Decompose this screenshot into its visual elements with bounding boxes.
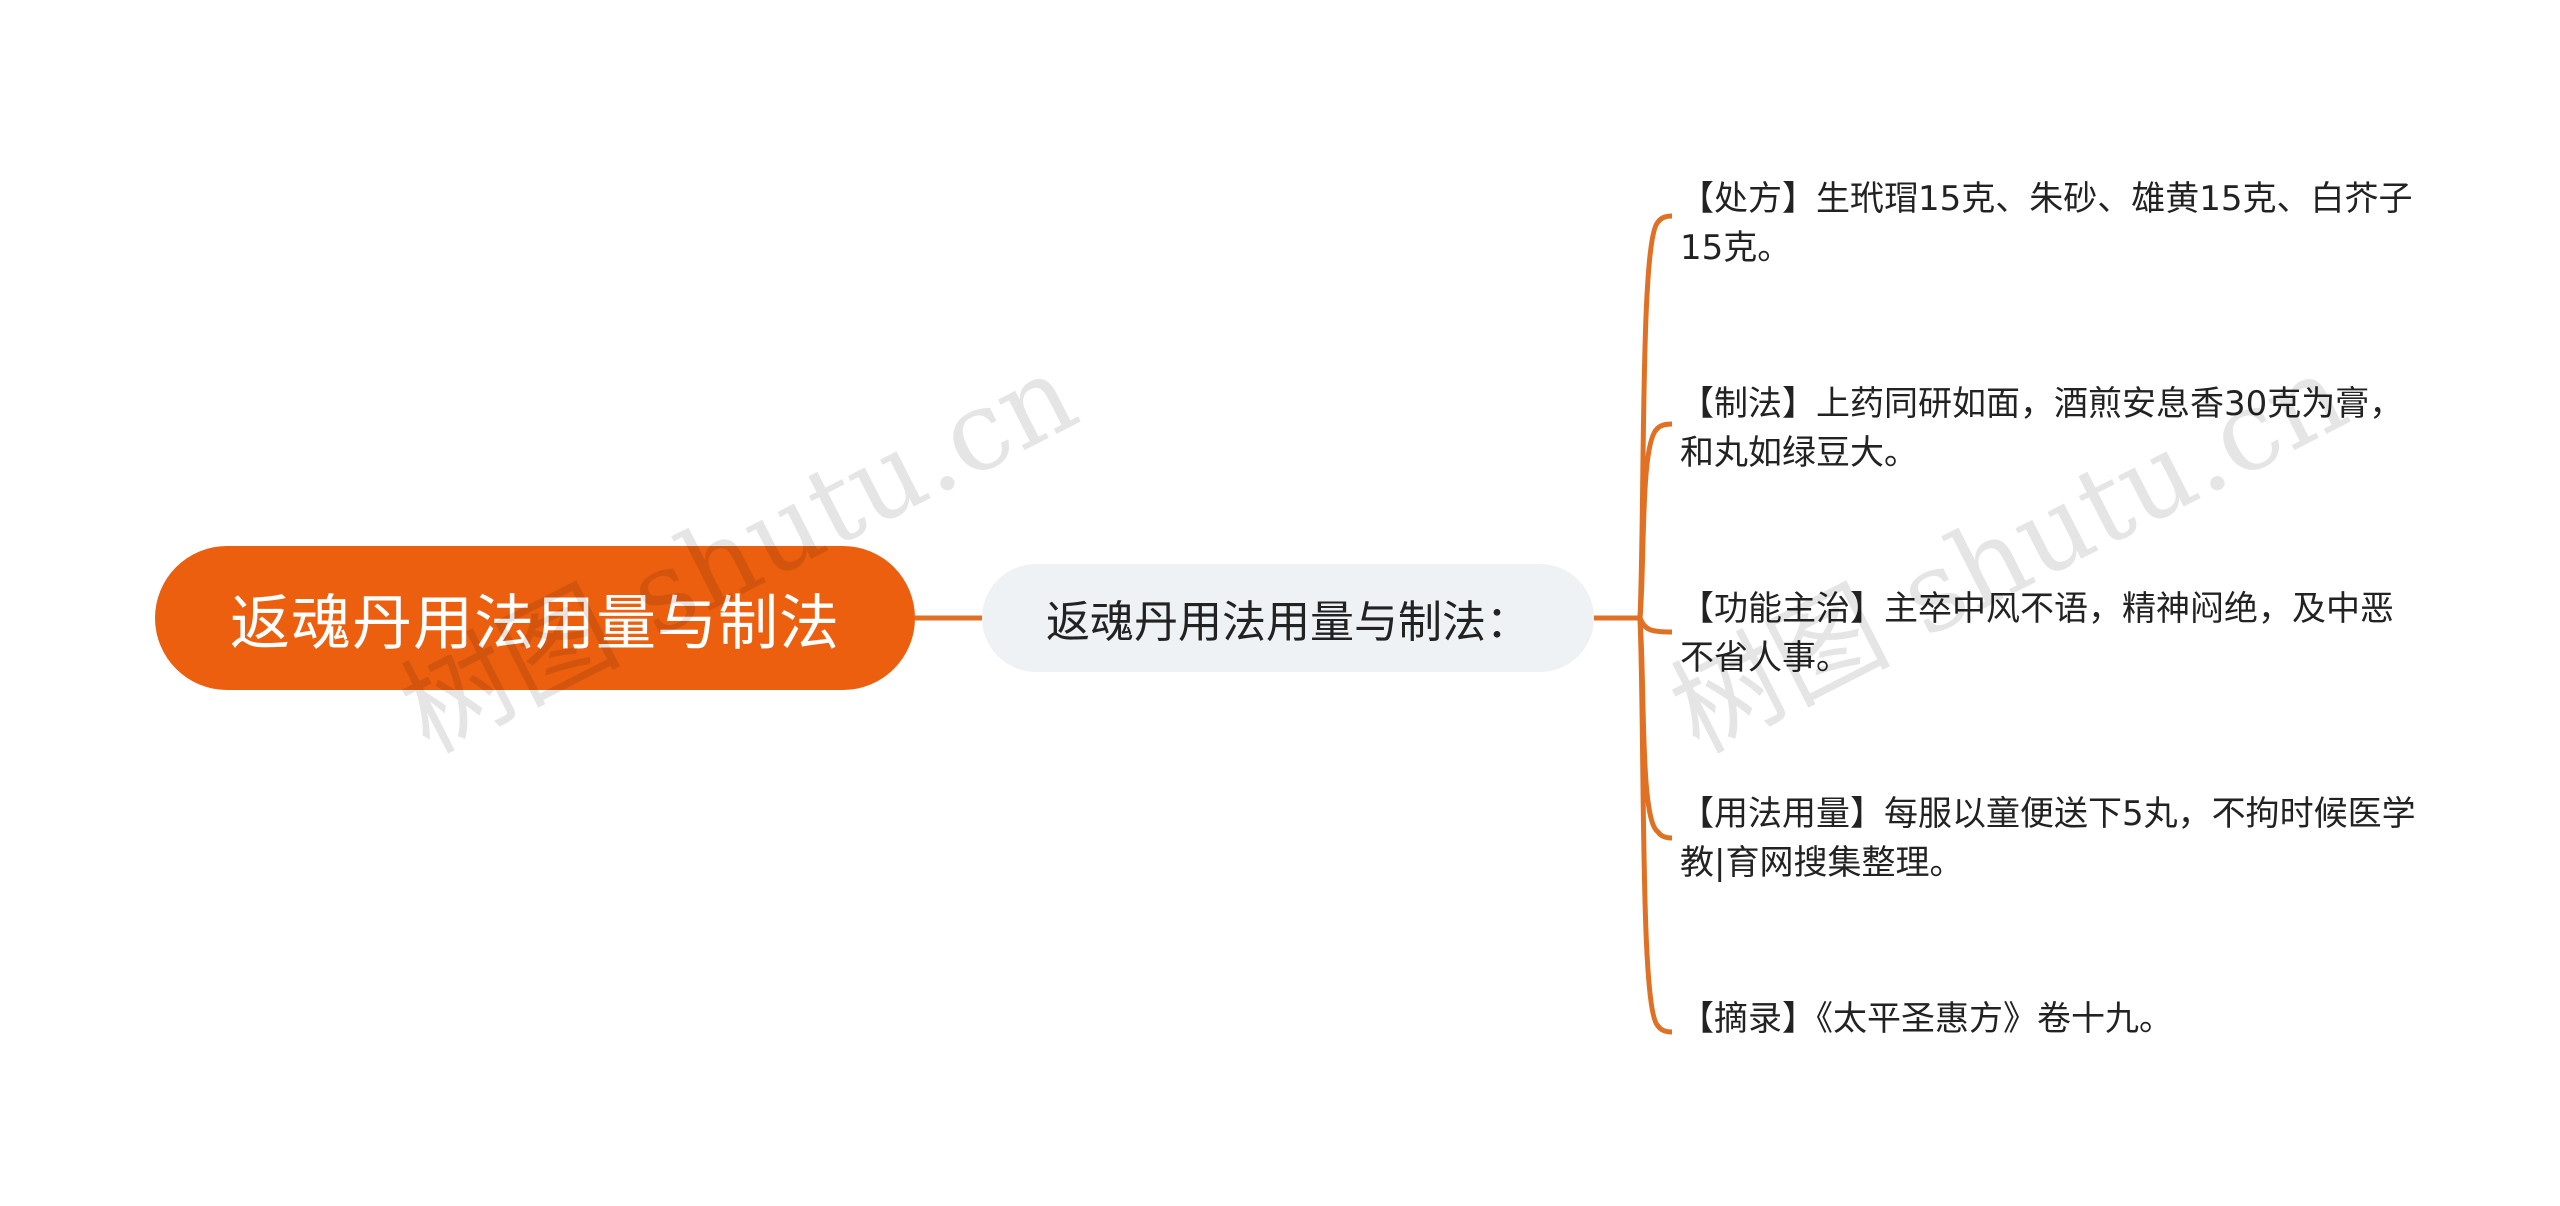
leaf-text: 【制法】上药同研如面，酒煎安息香30克为膏，和丸如绿豆大。 [1680,384,2404,473]
subtopic-label: 返魂丹用法用量与制法： [1046,597,1530,648]
branch-connector-3 [1637,616,1673,635]
leaf-text: 【处方】生玳瑁15克、朱砂、雄黄15克、白芥子15克。 [1680,179,2413,268]
branch-connector-2 [1637,421,1673,619]
leaf-prescription[interactable]: 【处方】生玳瑁15克、朱砂、雄黄15克、白芥子15克。 [1680,175,2420,273]
watermark-left: 树图 shutu.cn [382,329,1096,777]
root-topic-label: 返魂丹用法用量与制法 [230,588,840,659]
branch-connector-4 [1637,617,1673,841]
subtopic-node[interactable]: 返魂丹用法用量与制法： [982,564,1594,672]
leaf-text: 【摘录】《太平圣惠方》卷十九。 [1680,999,2173,1039]
leaf-text: 【功能主治】主卒中风不语，精神闷绝，及中恶不省人事。 [1680,589,2394,678]
leaf-dosage[interactable]: 【用法用量】每服以童便送下5丸，不拘时候医学教|育网搜集整理。 [1680,790,2420,888]
leaf-indications[interactable]: 【功能主治】主卒中风不语，精神闷绝，及中恶不省人事。 [1680,585,2420,683]
watermark-right: 树图 shutu.cn [1651,329,2366,778]
branch-connector-1 [1637,213,1673,619]
leaf-preparation[interactable]: 【制法】上药同研如面，酒煎安息香30克为膏，和丸如绿豆大。 [1680,380,2420,478]
branch-connector-5 [1637,617,1673,1035]
leaf-text: 【用法用量】每服以童便送下5丸，不拘时候医学教|育网搜集整理。 [1680,794,2416,883]
root-topic-node[interactable]: 返魂丹用法用量与制法 [155,546,915,690]
leaf-source[interactable]: 【摘录】《太平圣惠方》卷十九。 [1680,995,2420,1044]
